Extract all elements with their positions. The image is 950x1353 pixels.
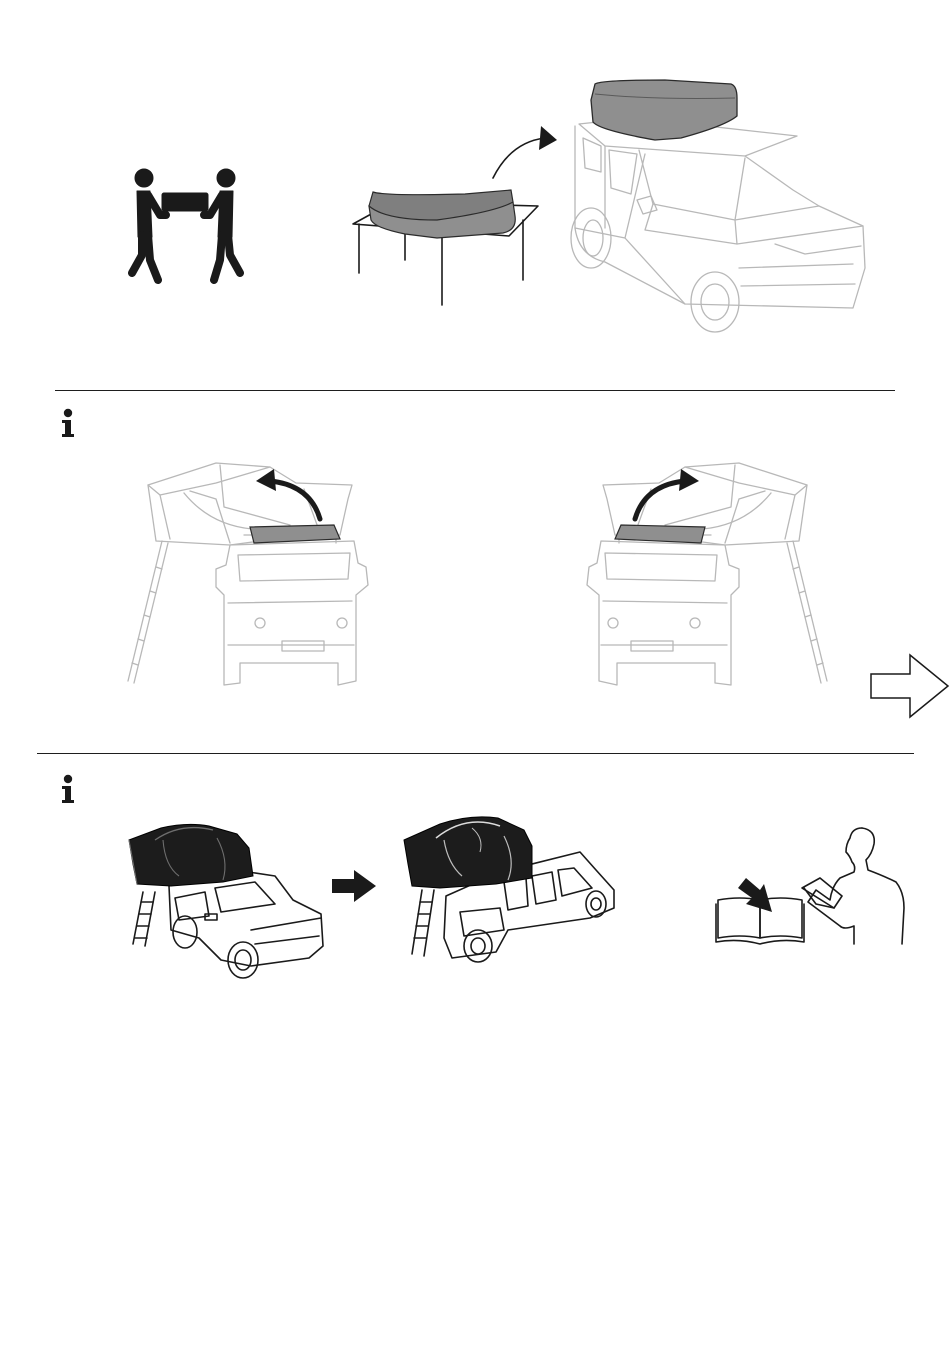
tent-open-left-illustration [120,455,385,690]
dark-tent-suv-rear-illustration [400,808,622,968]
outline-arrow-right-icon [868,652,950,720]
solid-arrow-right-icon [330,868,378,904]
read-manual-icon [712,826,912,954]
tent-on-table-illustration [345,120,560,310]
info-icon [58,408,78,438]
section-divider [37,753,914,754]
section-divider [55,390,895,391]
two-person-lift-icon [120,165,250,290]
tent-open-right-illustration [570,455,835,690]
suv-with-roof-tent-illustration [565,78,870,336]
dark-tent-suv-illustration [125,820,330,985]
info-icon [58,774,78,804]
